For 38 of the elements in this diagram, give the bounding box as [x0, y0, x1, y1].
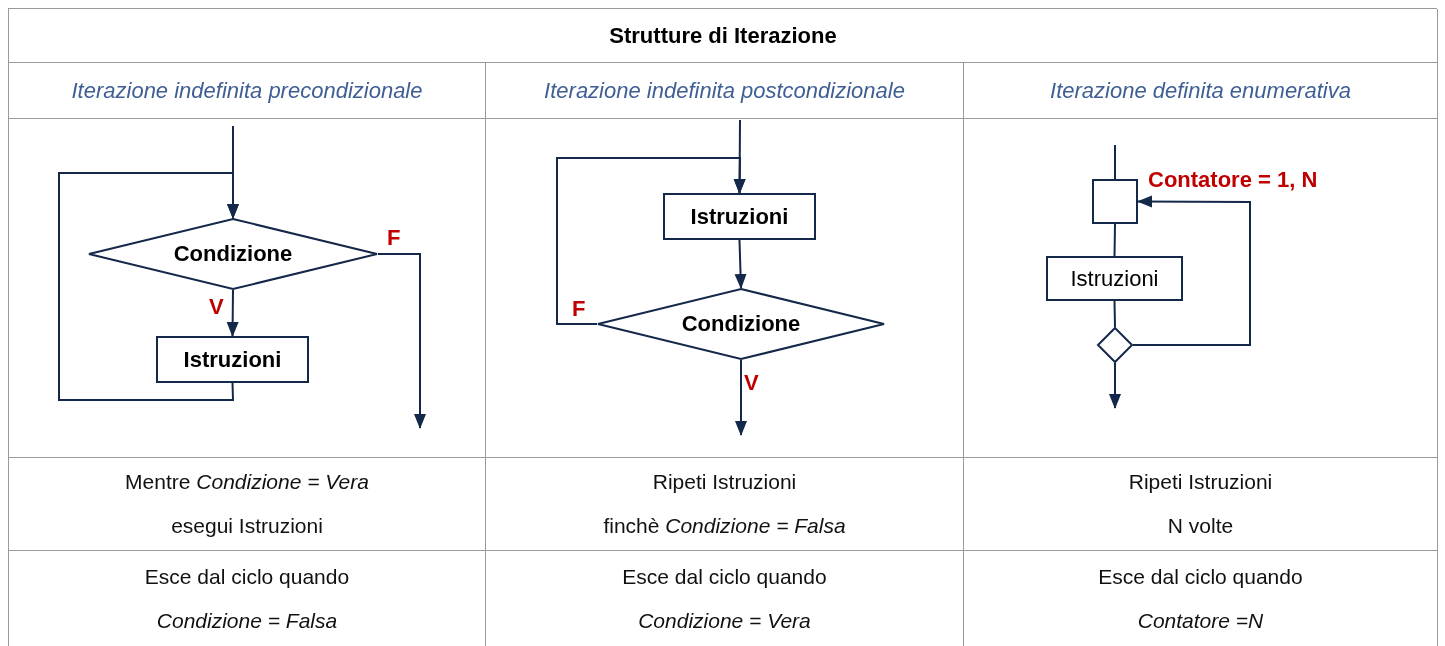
table-text: finchè Condizione = Falsa — [603, 513, 846, 539]
arrow — [734, 239, 747, 289]
table-text: N volte — [1167, 513, 1234, 539]
edge-label: F — [572, 296, 586, 322]
arrow — [735, 359, 747, 436]
arrow — [1109, 362, 1121, 409]
process-box: Istruzioni — [156, 336, 309, 383]
table-text: Ripeti Istruzioni — [652, 469, 797, 495]
table-text: Contatore =N — [1137, 608, 1264, 634]
column-header: Iterazione definita enumerativa — [1050, 77, 1351, 104]
arrow — [58, 172, 239, 401]
table-text: Condizione = Vera — [638, 608, 811, 634]
table-text: Esce dal ciclo quando — [144, 564, 350, 590]
table-text: Esce dal ciclo quando — [622, 564, 827, 590]
table-text: Mentre Condizione = Vera — [125, 469, 369, 495]
decision-diamond — [1097, 327, 1133, 363]
column-header: Iterazione indefinita precondizionale — [71, 77, 423, 104]
table-text: Ripeti Istruzioni — [1128, 469, 1273, 495]
column-header: Iterazione indefinita postcondizionale — [544, 77, 905, 104]
arrow — [556, 157, 746, 325]
table-text: Esce dal ciclo quando — [1098, 564, 1303, 590]
table-text: esegui Istruzioni — [171, 513, 323, 539]
edge-label: V — [744, 370, 759, 396]
table-text: Condizione = Falsa — [156, 608, 338, 634]
process-box: Istruzioni — [663, 193, 816, 240]
process-box: Istruzioni — [1046, 256, 1183, 301]
arrow — [377, 253, 426, 429]
connector-line — [1113, 223, 1116, 257]
table-title: Strutture di Iterazione — [609, 22, 837, 49]
arrow — [1132, 195, 1251, 346]
arrow — [226, 289, 239, 337]
counter-label: Contatore = 1, N — [1148, 167, 1318, 193]
connector-line — [1113, 300, 1116, 328]
edge-label: F — [387, 225, 401, 251]
decision-diamond: Condizione — [88, 218, 378, 290]
connector-line — [1114, 144, 1116, 180]
edge-label: V — [209, 294, 224, 320]
decision-diamond: Condizione — [597, 288, 885, 360]
